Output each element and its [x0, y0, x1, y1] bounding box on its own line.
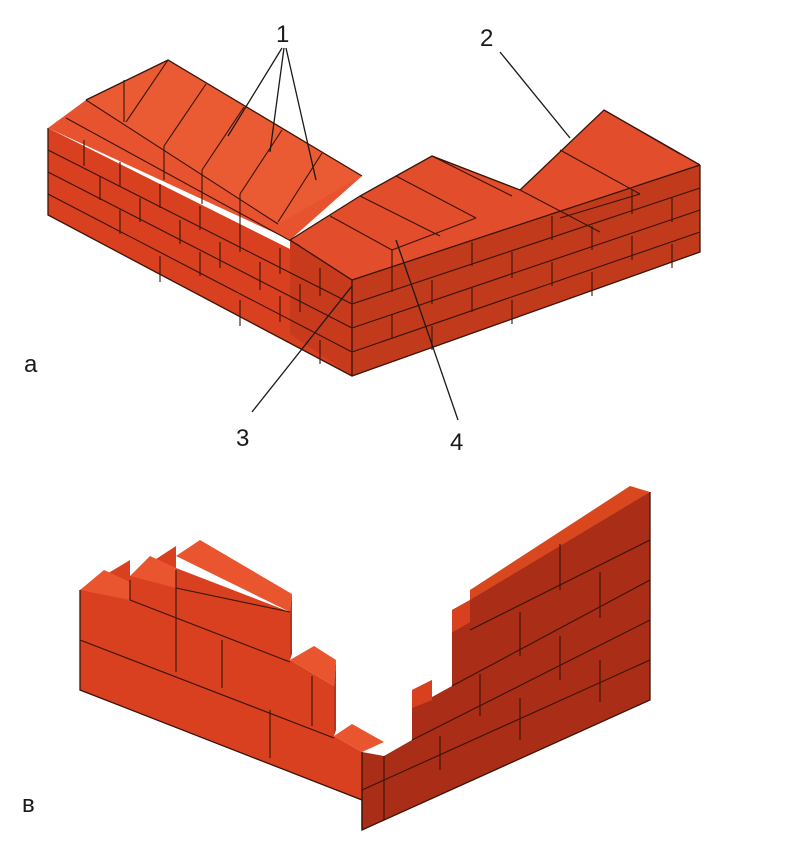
- figure-b-left-step-top-3: [176, 540, 292, 612]
- leader-4: [395, 239, 459, 421]
- figure-a-left-top-bricks: [86, 60, 362, 224]
- figure-a-masonry: [47, 59, 701, 377]
- callout-2: 2: [480, 25, 493, 52]
- figure-a-right-top-lines: [289, 109, 701, 251]
- figure-b-right-courses: [361, 539, 651, 820]
- figure-a-label: а: [24, 351, 38, 378]
- figure-b-left-step-side-1: [290, 594, 292, 660]
- leader-1b: [269, 47, 285, 153]
- leader-1a: [227, 47, 283, 137]
- figure-a-right-wing-top: [290, 110, 700, 280]
- callout-1: 1: [276, 21, 289, 48]
- figure-a-leaders: [227, 47, 571, 421]
- figure-b-left-step-side-2: [334, 660, 336, 736]
- figure-a-left-courses: [47, 117, 353, 364]
- figure-a-left-wing-side: [290, 240, 352, 376]
- leader-3: [251, 285, 353, 413]
- figure-b-left-step-top-1: [80, 570, 130, 600]
- leader-1c: [285, 47, 317, 181]
- figure-a-right-wing-front: [352, 165, 700, 376]
- callout-4: 4: [450, 429, 463, 456]
- figure-a-top-brick-lines: [85, 59, 363, 228]
- figure-b-left-wall-front: [80, 546, 362, 800]
- figure-b-right-step-top-2: [470, 486, 650, 600]
- figure-b-masonry: [79, 486, 651, 832]
- figure-b-label: в: [22, 791, 35, 818]
- figure-b-left-courses: [79, 570, 335, 758]
- figure-b-right-step-side-2: [412, 680, 432, 708]
- callout-3: 3: [236, 425, 249, 452]
- figure-b-right-step-side-1: [452, 600, 470, 632]
- figure-b-corner-top: [334, 724, 384, 752]
- leader-2: [499, 51, 571, 139]
- figure-b-left-step-top-4: [290, 646, 336, 686]
- figure-b-right-wall-front: [362, 492, 650, 830]
- figure-a-right-courses: [351, 187, 701, 353]
- figure-b-left-step-top-2: [130, 556, 176, 588]
